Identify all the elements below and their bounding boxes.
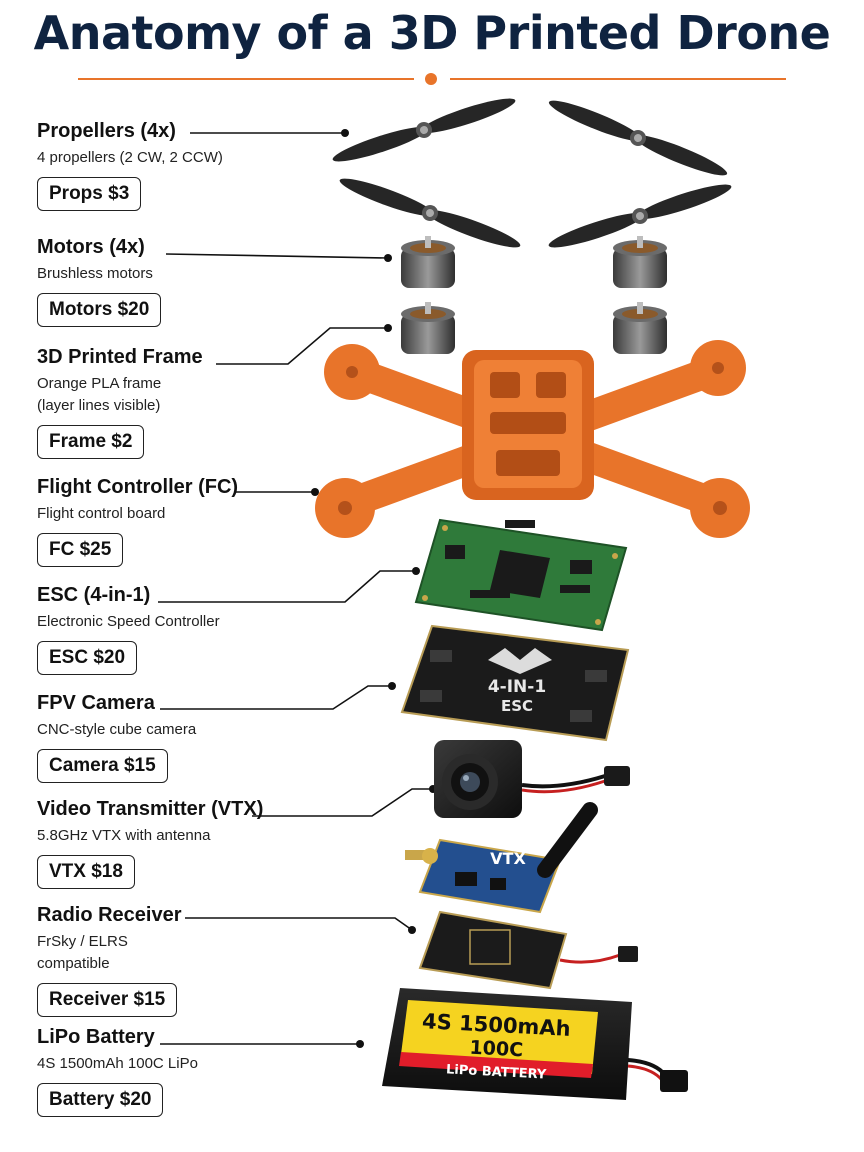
- radio-receiver-icon: [418, 910, 638, 990]
- propeller-icon: [548, 184, 732, 248]
- vtx-board-label: VTX: [490, 849, 526, 868]
- propeller-icon: [548, 100, 728, 176]
- component-callout: Flight Controller (FC) Flight control boa…: [37, 476, 367, 567]
- component-name: FPV Camera: [37, 692, 155, 714]
- esc-chip-label-2: ESC: [501, 697, 533, 715]
- component-description: 4 propellers (2 CW, 2 CCW): [37, 149, 223, 166]
- component-name: LiPo Battery: [37, 1026, 155, 1048]
- lipo-battery-icon: 4S 1500mAh 100C LiPo BATTERY: [382, 988, 688, 1100]
- motor-icon: [613, 236, 667, 288]
- component-description: CNC-style cube camera: [37, 721, 197, 738]
- component-description: Flight control board: [37, 505, 166, 522]
- component-name: Motors (4x): [37, 236, 145, 258]
- component-name: ESC (4-in-1): [37, 584, 151, 606]
- fpv-camera-icon: [434, 740, 630, 818]
- title-divider-dot: [425, 73, 437, 85]
- component-price-badge: Receiver $15: [37, 983, 178, 1017]
- motor-icon: [401, 236, 455, 288]
- component-callout: Video Transmitter (VTX) 5.8GHz VTX with a…: [37, 798, 367, 889]
- esc-board-icon: 4-IN-1 ESC: [400, 624, 630, 742]
- frame-icon: [315, 340, 750, 538]
- component-description: Brushless motors: [37, 265, 153, 282]
- component-price-badge: FC $25: [37, 533, 124, 567]
- component-price-badge: Battery $20: [37, 1083, 164, 1117]
- vtx-icon: VTX: [405, 802, 598, 914]
- component-price-badge: Frame $2: [37, 425, 145, 459]
- component-name: 3D Printed Frame: [37, 346, 203, 368]
- component-description: Orange PLA frame (layer lines visible): [37, 375, 162, 414]
- component-name: Radio Receiver: [37, 904, 182, 926]
- component-description: 5.8GHz VTX with antenna: [37, 827, 211, 844]
- title-divider-right: [450, 78, 786, 80]
- component-description: FrSky / ELRS compatible: [37, 933, 128, 972]
- motor-icon: [401, 302, 455, 354]
- component-name: Flight Controller (FC): [37, 476, 239, 498]
- component-price-badge: ESC $20: [37, 641, 138, 675]
- battery-label-type: LiPo BATTERY: [446, 1062, 548, 1082]
- page-title: Anatomy of a 3D Printed Drone: [33, 6, 831, 60]
- flight-controller-icon: [414, 518, 628, 632]
- component-description: Electronic Speed Controller: [37, 613, 220, 630]
- component-name: Propellers (4x): [37, 120, 176, 142]
- esc-chip-label-1: 4-IN-1: [488, 677, 546, 697]
- component-price-badge: Motors $20: [37, 293, 162, 327]
- component-description: 4S 1500mAh 100C LiPo: [37, 1055, 198, 1072]
- leader-lines: [158, 132, 433, 1045]
- component-price-badge: VTX $18: [37, 855, 135, 889]
- motor-icon: [613, 302, 667, 354]
- propeller-icon: [332, 98, 516, 162]
- propeller-icon: [339, 178, 521, 248]
- component-price-badge: Camera $15: [37, 749, 168, 783]
- title-divider-left: [78, 78, 414, 80]
- component-name: Video Transmitter (VTX): [37, 798, 264, 820]
- leader-dots: [311, 129, 437, 1048]
- battery-label-c-rating: 100C: [469, 1037, 524, 1062]
- component-price-badge: Props $3: [37, 177, 142, 211]
- component-callout: Propellers (4x) 4 propellers (2 CW, 2 CCW…: [37, 120, 367, 211]
